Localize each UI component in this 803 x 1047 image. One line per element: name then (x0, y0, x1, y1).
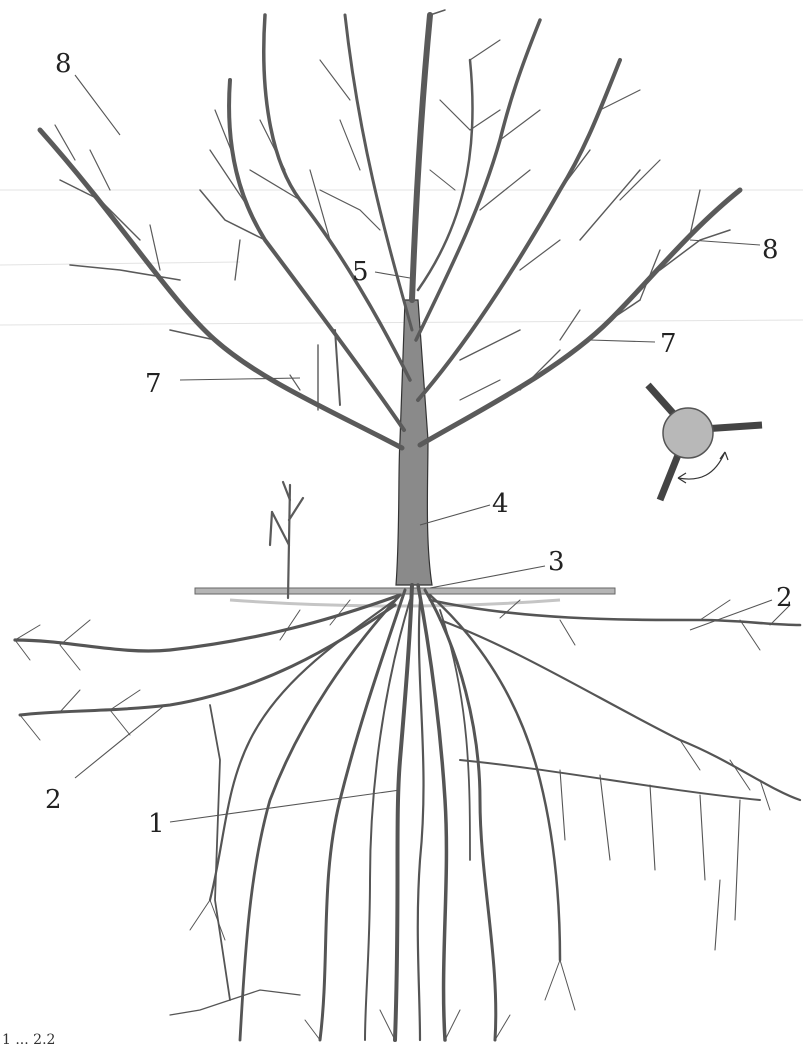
background-hatching (0, 190, 803, 325)
label-root-2-right: 2 (776, 583, 793, 613)
caption-fragment: 1 ... 2.2 (2, 1032, 55, 1047)
label-leader-5: 5 (352, 257, 369, 287)
label-tip-8-left: 8 (55, 49, 72, 79)
label-collar-3: 3 (548, 547, 565, 577)
sapling (270, 482, 303, 598)
label-branch-7-left: 7 (145, 369, 162, 399)
label-root-1: 1 (148, 809, 165, 839)
label-trunk-4: 4 (492, 489, 509, 519)
label-tip-8-right: 8 (762, 235, 779, 265)
inset-circle (663, 408, 713, 458)
label-root-2-left: 2 (45, 785, 62, 815)
root-system (15, 585, 800, 1040)
branch-angle-inset (648, 385, 762, 500)
label-branch-7-right: 7 (660, 329, 677, 359)
